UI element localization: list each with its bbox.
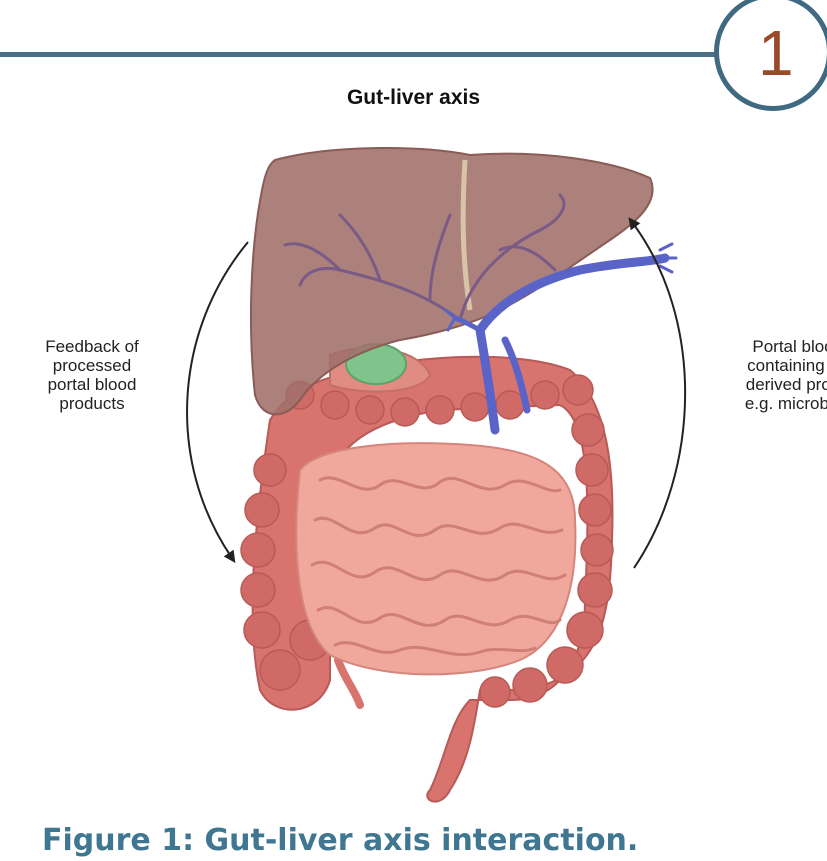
figure-caption: Figure 1: Gut-liver axis interaction. <box>42 823 638 858</box>
small-intestine <box>296 443 575 674</box>
feedback-label: Feedback of processed portal blood produ… <box>18 337 166 413</box>
portal-blood-label: Portal bloo containing g derived prod e.… <box>708 337 827 413</box>
feedback-arrow-icon <box>187 242 248 558</box>
portal-flow-arrow-icon <box>632 222 685 568</box>
